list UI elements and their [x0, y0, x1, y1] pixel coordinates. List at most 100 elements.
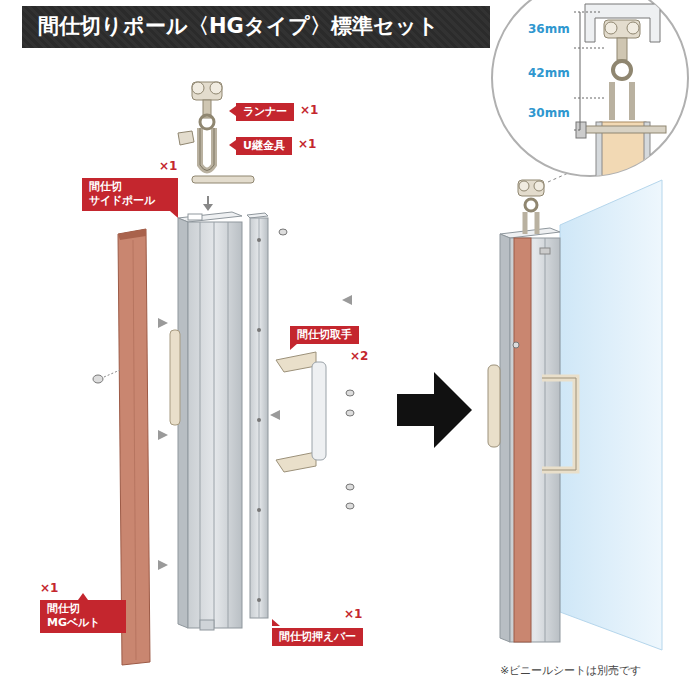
drawing-part	[214, 222, 215, 628]
drawing-part	[346, 484, 354, 490]
drawing-part	[312, 362, 326, 460]
drawing-part	[158, 560, 168, 570]
drawing-part	[228, 222, 229, 628]
drawing-part	[574, 4, 666, 202]
drawing-part	[200, 115, 214, 129]
drawing-part	[585, 4, 660, 42]
drawing-part	[257, 598, 261, 602]
dimension: 36mm	[527, 22, 571, 36]
drawing-part	[247, 213, 268, 218]
drawing-part	[178, 131, 194, 145]
drawing-part	[276, 352, 316, 372]
quantity: ×2	[350, 349, 368, 363]
drawing-part	[276, 452, 316, 472]
quantity: ×1	[344, 607, 362, 621]
drawing-part	[574, 130, 580, 131]
tag-pointer	[229, 106, 236, 116]
drawing-part	[519, 181, 529, 191]
quantity: ×1	[298, 137, 316, 151]
drawing-part	[540, 248, 550, 254]
pressure-bar	[247, 213, 287, 618]
tag-pointer	[272, 619, 280, 626]
handle	[276, 352, 354, 509]
drawing-part	[200, 128, 214, 171]
drawing-part	[492, 0, 688, 176]
drawing-part	[613, 61, 631, 79]
drawing-part	[510, 238, 560, 642]
drawing-part	[250, 218, 268, 618]
drawing-part	[192, 176, 254, 183]
screw	[93, 370, 120, 383]
drawing-part	[574, 98, 605, 99]
drawing-part	[513, 342, 519, 348]
drawing-part	[257, 238, 261, 242]
part-name: 間仕切取手	[290, 326, 359, 344]
dimension: 30mm	[527, 106, 571, 120]
drawing-part	[545, 238, 546, 642]
drawing-part	[600, 122, 646, 202]
quantity: ×1	[300, 103, 318, 117]
drawing-part	[576, 122, 586, 138]
drawing-part	[644, 122, 650, 202]
dimension: 42mm	[527, 66, 571, 80]
drawing-part	[582, 126, 666, 133]
drawing-part	[93, 375, 103, 383]
drawing-part	[257, 508, 261, 512]
part-tag: 間仕切押えバー×1	[272, 626, 363, 645]
quantity: ×1	[159, 159, 177, 173]
drawing-part	[210, 82, 222, 94]
drawing-part	[542, 378, 576, 470]
drawing-part	[500, 228, 560, 238]
part-tag: ランナー×1	[236, 101, 294, 120]
drawing-part	[500, 234, 510, 642]
transition-arrow	[397, 372, 472, 448]
drawing-part	[257, 328, 261, 332]
drawing-part	[346, 390, 354, 396]
drawing-part	[525, 212, 537, 234]
drawing-part	[133, 240, 136, 660]
side-pole	[170, 212, 242, 630]
drawing-part	[542, 378, 576, 470]
runner	[192, 82, 222, 118]
drawing-part	[270, 410, 280, 420]
drawing-part	[188, 222, 242, 628]
title-text: 間仕切りポール〈HGタイプ〉標準セット	[22, 14, 439, 39]
part-tag: 間仕切 MGベルト×1	[40, 600, 126, 633]
zoom-detail	[492, 0, 688, 202]
assembled-runner	[518, 180, 544, 234]
tag-pointer	[170, 211, 178, 218]
drawing-part	[627, 22, 639, 34]
part-name: 間仕切 サイドポール	[82, 178, 178, 211]
part-name: ランナー	[236, 103, 294, 121]
drawing-part	[346, 410, 354, 416]
drawing-part	[574, 48, 605, 49]
assembled-pole	[488, 228, 576, 642]
drawing-part	[104, 370, 120, 377]
note: ※ビニールシートは別売です	[500, 664, 641, 677]
drawing-part	[514, 238, 531, 642]
drawing-part	[574, 12, 600, 13]
drawing-part	[342, 295, 352, 305]
u-fitting	[178, 115, 254, 211]
drawing-part	[200, 620, 214, 630]
part-tag: 間仕切 サイドポール×1	[82, 178, 178, 211]
drawing-part	[604, 20, 640, 38]
tag-pointer	[229, 140, 236, 150]
part-tag: U継金具×1	[236, 135, 292, 154]
drawing-part	[596, 122, 602, 202]
drawing-part	[518, 180, 544, 196]
drawing-part	[200, 222, 201, 628]
part-name: U継金具	[236, 137, 292, 155]
drawing-part	[170, 330, 180, 425]
drawing-part	[257, 418, 261, 422]
part-name: 間仕切押えバー	[272, 628, 363, 646]
drawing-part	[192, 82, 222, 100]
drawing-part	[612, 82, 632, 120]
drawing-part	[192, 82, 204, 94]
drawing-part	[200, 128, 214, 171]
drawing-part	[118, 229, 146, 240]
quantity: ×1	[40, 581, 58, 595]
drawing-part	[534, 181, 544, 191]
title-band: 間仕切りポール〈HGタイプ〉標準セット	[22, 6, 490, 48]
